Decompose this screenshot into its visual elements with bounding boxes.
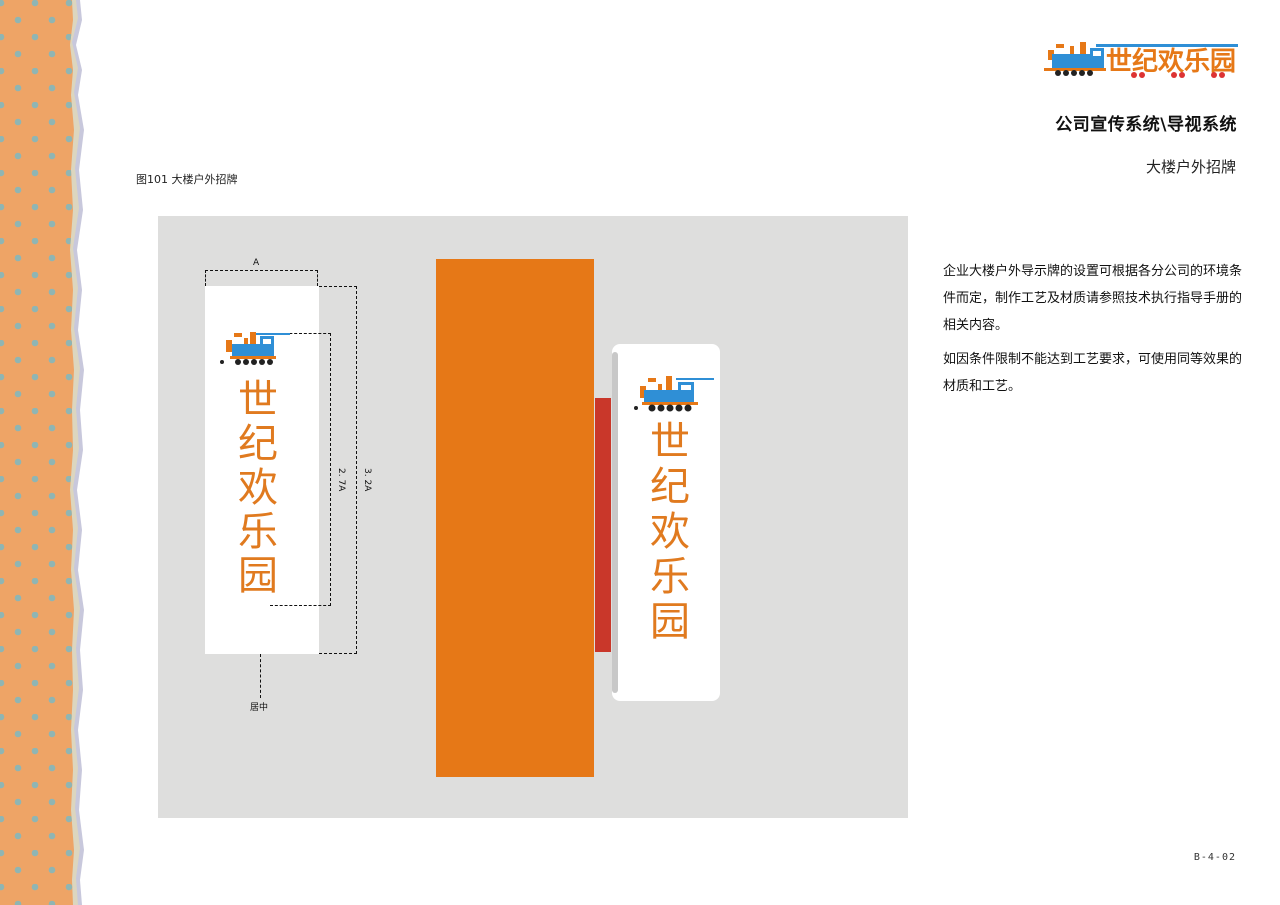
center-note: 居中 <box>250 703 269 713</box>
description-paragraph: 企业大楼户外导示牌的设置可根据各分公司的环境条件而定，制作工艺及材质请参照技术执… <box>943 264 1243 333</box>
spec-sign-vertical-text: 世 纪 欢 乐 园 <box>238 377 278 599</box>
dimension-line-width <box>205 270 318 286</box>
building-facade <box>436 259 594 777</box>
dimension-label-inner-height: 2. 7A <box>336 468 346 492</box>
svg-text:世纪欢乐园: 世纪欢乐园 <box>1106 46 1236 77</box>
page-code: B-4-02 <box>1193 852 1236 863</box>
description-block: 企业大楼户外导示牌的设置可根据各分公司的环境条件而定，制作工艺及材质请参照技术执… <box>943 258 1243 407</box>
center-guide-line <box>260 654 261 698</box>
description-paragraph: 如因条件限制不能达到工艺要求，可使用同等效果的材质和工艺。 <box>943 352 1243 394</box>
train-icon <box>220 332 290 365</box>
decorative-side-strip <box>0 0 84 905</box>
dimension-label-width: A <box>253 258 260 268</box>
dimension-label-outer-height: 3. 2A <box>362 468 372 492</box>
figure-caption: 图101 大楼户外招牌 <box>136 173 238 186</box>
train-icon <box>634 376 714 412</box>
sign-edge-shadow <box>612 352 618 693</box>
dimension-line-outer-height <box>319 286 357 654</box>
section-title: 公司宣传系统\导视系统 <box>1055 115 1237 135</box>
brand-logo: 世纪欢乐园 <box>1034 40 1240 80</box>
dimension-line-inner-height <box>270 333 331 606</box>
train-logo-icon: 世纪欢乐园 <box>1044 42 1238 78</box>
mounted-sign-vertical-text: 世 纪 欢 乐 园 <box>650 419 690 645</box>
sign-mount-bracket <box>595 398 611 652</box>
section-subtitle: 大楼户外招牌 <box>1145 158 1236 176</box>
